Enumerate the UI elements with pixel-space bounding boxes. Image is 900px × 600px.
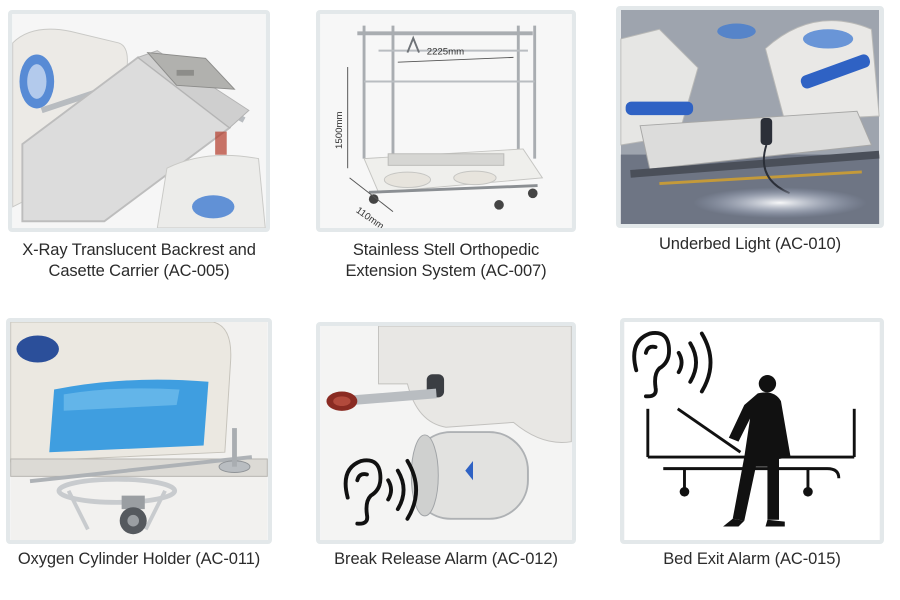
- underbed-light-illustration: [620, 10, 880, 224]
- bed-exit-illustration: [624, 322, 880, 540]
- ear-sound-icon: [632, 331, 713, 399]
- xray-backrest-photo: [8, 10, 270, 232]
- underbed-light-photo: [616, 6, 884, 228]
- caption-line: Bed Exit Alarm (AC-015): [663, 550, 841, 568]
- caption-line: Oxygen Cylinder Holder (AC-011): [17, 550, 261, 568]
- bed-silhouette-icon: [646, 407, 856, 488]
- caption-line: Stainless Stell Orthopedic: [352, 241, 540, 259]
- orthopedic-frame-illustration: 2225mm 1500mm 110mm: [320, 14, 572, 228]
- product-caption-ac-007: Stainless Stell Orthopedic Extension Sys…: [306, 240, 586, 282]
- product-caption-ac-015: Bed Exit Alarm (AC-015): [612, 549, 892, 570]
- dimension-width-label: 2225mm: [427, 46, 464, 57]
- person-silhouette-icon: [723, 375, 791, 527]
- oxygen-holder-photo: [6, 318, 272, 544]
- dimension-height-label: 1500mm: [334, 112, 345, 149]
- product-caption-ac-010: Underbed Light (AC-010): [612, 234, 888, 255]
- caption-line: X-Ray Translucent Backrest and: [22, 241, 256, 259]
- caption-line: Extension System (AC-007): [345, 262, 547, 280]
- break-release-illustration: [320, 326, 572, 540]
- caption-line: Break Release Alarm (AC-012): [334, 550, 558, 568]
- product-caption-ac-012: Break Release Alarm (AC-012): [306, 549, 586, 570]
- ear-sound-icon: [343, 458, 418, 526]
- caption-line: Casette Carrier (AC-005): [48, 262, 230, 280]
- product-caption-ac-011: Oxygen Cylinder Holder (AC-011): [0, 549, 278, 570]
- break-release-photo: [316, 322, 576, 544]
- orthopedic-extension-photo: 2225mm 1500mm 110mm: [316, 10, 576, 232]
- xray-backrest-illustration: [12, 14, 266, 228]
- oxygen-holder-illustration: [10, 322, 268, 540]
- product-caption-ac-005: X-Ray Translucent Backrest and Casette C…: [0, 240, 278, 282]
- bed-exit-photo: [620, 318, 884, 544]
- caption-line: Underbed Light (AC-010): [658, 235, 842, 253]
